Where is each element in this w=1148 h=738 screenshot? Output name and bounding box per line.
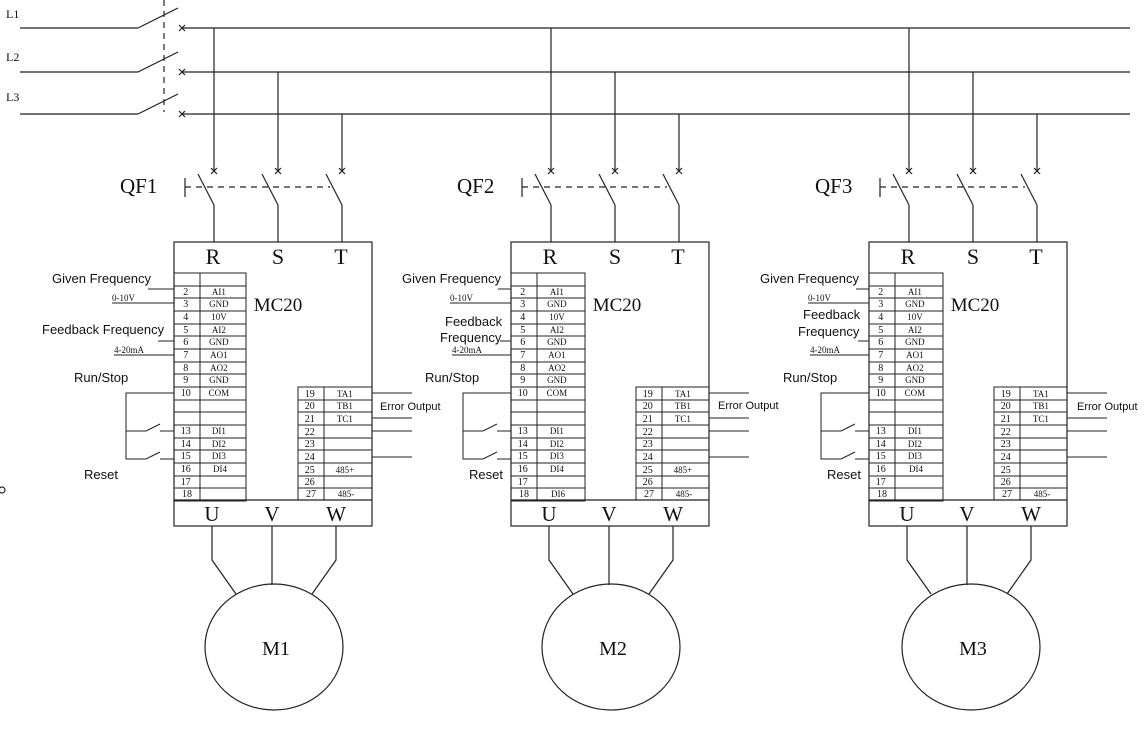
reset-label: Reset (84, 467, 118, 482)
breaker-label: QF1 (120, 174, 157, 198)
supply-lines: L1 L2 L3 (6, 0, 1130, 118)
feedback-label-line2: Frequency (440, 330, 502, 345)
breaker-contacts (197, 167, 346, 206)
main-switch-marks (178, 24, 186, 118)
left-terminal-strip: 2 3 4 5 6 7 8 9 10 13 14 15 16 17 18 AI1… (173, 272, 247, 502)
svg-text:AI1 GND 10V: AI1 GND 10V AI2 GND AO1 AO2 GND COM DI1 … (905, 287, 928, 474)
drive-body (173, 241, 373, 527)
terminal-w-label: W (326, 502, 346, 526)
svg-text:2 3 4: 2 3 4 5 6 7 8 9 10 13 14 15 16 17 18 (181, 287, 194, 500)
terminal-v-label: V (601, 502, 616, 526)
drive-body (510, 241, 710, 527)
feedback-label-line1: Feedback (803, 307, 861, 322)
svg-text:2 3 4: 2 3 4 5 6 7 8 9 10 13 14 15 16 17 18 (518, 287, 531, 500)
svg-text:19 20 21: 19 20 21 22 23 24 25 26 27 (305, 389, 318, 500)
analog-current-label: 4-20mA (114, 345, 144, 355)
feedback-label-line2: Frequency (798, 324, 860, 339)
motor-label: M2 (599, 638, 627, 660)
error-output-label: Error Output (718, 400, 779, 412)
terminal-circle (0, 486, 6, 494)
svg-text:TA1 TB1 TC1: TA1 TB1 TC1 485- (1033, 389, 1051, 499)
model-label: MC20 (254, 295, 303, 316)
terminal-t-label: T (671, 244, 685, 269)
analog-current-label: 4-20mA (452, 345, 482, 355)
reset-label: Reset (469, 467, 503, 482)
run-stop-label: Run/Stop (425, 370, 479, 385)
terminal-u-label: U (541, 502, 556, 526)
main-switch-blade-l2 (137, 51, 179, 73)
drive-unit-1: QF1 R S T MC20 (42, 28, 441, 711)
terminal-r-label: R (543, 244, 558, 269)
line-label-l3: L3 (6, 90, 19, 104)
motor (901, 583, 1041, 711)
terminal-u-label: U (204, 502, 219, 526)
terminal-r-label: R (206, 244, 221, 269)
given-frequency-label: Given Frequency (52, 271, 151, 286)
analog-voltage-label: 0-10V (808, 293, 831, 303)
error-output-label: Error Output (1077, 401, 1138, 413)
left-terminal-strip: 2 3 4 5 6 7 8 9 10 13 14 15 16 17 18 AI1… (868, 272, 944, 502)
main-switch-blade-l1 (137, 7, 179, 29)
motor (541, 583, 681, 711)
analog-current-label: 4-20mA (810, 345, 840, 355)
terminal-v-label: V (959, 502, 974, 526)
terminal-u-label: U (899, 502, 914, 526)
given-frequency-label: Given Frequency (402, 271, 501, 286)
right-terminal-strip: 19 20 21 22 23 24 25 26 27 TA1 TB1 TC1 4… (635, 386, 710, 501)
svg-text:19 20 21: 19 20 21 22 23 24 25 26 27 (643, 389, 656, 500)
run-stop-label: Run/Stop (783, 370, 837, 385)
svg-text:AI1 GND 10V: AI1 GND 10V AI2 GND AO1 AO2 GND COM DI1 … (209, 287, 232, 474)
svg-text:TA1 TB1 TC1: TA1 TB1 TC1 485+ 485- (336, 389, 357, 499)
error-output-label: Error Output (380, 401, 441, 413)
left-terminal-strip: 2 3 4 5 6 7 8 9 10 13 14 15 16 17 18 AI1… (510, 272, 586, 502)
drive-body (868, 241, 1068, 527)
terminal-v-label: V (264, 502, 279, 526)
wire-w (311, 526, 337, 595)
terminal-t-label: T (334, 244, 348, 269)
com-wire (125, 392, 174, 460)
line-label-l2: L2 (6, 50, 19, 64)
reset-label: Reset (827, 467, 861, 482)
breaker-label: QF3 (815, 174, 852, 198)
svg-text:19 20 21: 19 20 21 22 23 24 25 26 27 (1001, 389, 1014, 500)
main-switch-blade-l3 (137, 93, 179, 115)
terminal-w-label: W (663, 502, 683, 526)
right-terminal-strip: 19 20 21 22 23 24 25 26 27 TA1 TB1 TC1 4… (297, 386, 373, 501)
analog-voltage-label: 0-10V (112, 293, 135, 303)
model-label: MC20 (951, 295, 1000, 316)
feedback-frequency-label: Feedback Frequency (42, 322, 165, 337)
motor (204, 583, 344, 711)
wire-u (211, 526, 237, 595)
given-frequency-label: Given Frequency (760, 271, 859, 286)
svg-text:AI1 GND 10V: AI1 GND 10V AI2 GND AO1 AO2 GND COM DI1 … (547, 287, 570, 499)
terminal-s-label: S (609, 244, 621, 269)
right-terminal-strip: 19 20 21 22 23 24 25 26 27 TA1 TB1 TC1 4… (993, 386, 1068, 501)
terminal-t-label: T (1029, 244, 1043, 269)
terminal-r-label: R (901, 244, 916, 269)
terminal-s-label: S (967, 244, 979, 269)
run-stop-label: Run/Stop (74, 370, 128, 385)
motor-label: M3 (959, 638, 987, 660)
terminal-s-label: S (272, 244, 284, 269)
svg-text:TA1 TB1 TC1: TA1 TB1 TC1 485+ 485- (674, 389, 695, 499)
breaker-label: QF2 (457, 174, 494, 198)
model-label: MC20 (593, 295, 642, 316)
terminal-w-label: W (1021, 502, 1041, 526)
svg-text:2 3 4: 2 3 4 5 6 7 8 9 10 13 14 15 16 17 18 (876, 287, 889, 500)
feedback-label-line1: Feedback (445, 314, 503, 329)
line-label-l1: L1 (6, 7, 19, 21)
motor-label: M1 (262, 638, 290, 660)
analog-voltage-label: 0-10V (450, 293, 473, 303)
drive-unit-2: QF2 R S T MC20 2 (402, 28, 779, 711)
drive-unit-3: QF3 R S T MC20 2 (760, 28, 1138, 711)
